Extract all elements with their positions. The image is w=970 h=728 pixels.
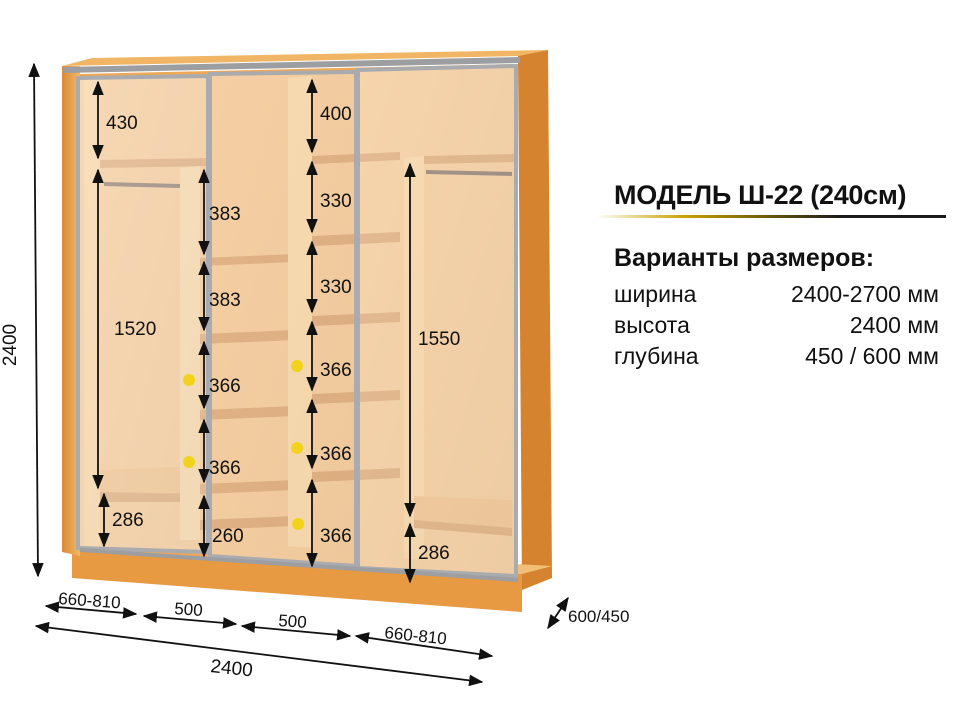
top-rail xyxy=(63,57,521,73)
dimension-labels: 430 1520 286 383 383 366 366 260 400 330… xyxy=(106,104,460,564)
info-panel: МОДЕЛЬ Ш-22 (240см) Варианты размеров: ш… xyxy=(596,180,956,372)
size-value: 2400-2700 мм xyxy=(790,281,939,307)
left-side-panel xyxy=(62,66,80,556)
dim-cr-2: 330 xyxy=(320,191,352,212)
dim-right-hanging: 1550 xyxy=(418,329,460,350)
size-label: высота xyxy=(614,312,690,338)
door-center xyxy=(208,69,358,569)
width-arrow-1 xyxy=(44,601,138,619)
size-row-depth: глубина 450 / 600 мм xyxy=(614,341,939,372)
height-arrow xyxy=(28,62,44,578)
right-side-panel xyxy=(518,50,552,590)
plinth xyxy=(72,548,522,612)
size-value: 450 / 600 мм xyxy=(805,343,939,369)
dim-left-hanging: 1520 xyxy=(114,319,156,340)
dim-cr-5: 366 xyxy=(320,444,352,465)
lamp-dot xyxy=(183,374,195,386)
dim-left-top: 430 xyxy=(106,113,138,134)
bottom-rail xyxy=(79,548,519,582)
lamp-dot xyxy=(292,518,304,530)
dim-cl-5: 260 xyxy=(212,526,244,547)
top-board xyxy=(62,50,548,66)
dim-cl-2: 383 xyxy=(209,290,241,311)
size-row-width: ширина 2400-2700 мм xyxy=(614,279,939,310)
sliding-doors xyxy=(63,57,521,582)
dim-cl-3: 366 xyxy=(209,376,241,397)
depth-label: 600/450 xyxy=(568,607,629,626)
dim-cl-4: 366 xyxy=(209,458,241,479)
size-value: 2400 мм xyxy=(849,312,939,338)
dim-left-bottom: 286 xyxy=(112,510,144,531)
title-underline xyxy=(596,215,946,218)
lamp-dot xyxy=(183,456,195,468)
lamp-dot xyxy=(291,442,303,454)
dim-cr-3: 330 xyxy=(320,277,352,298)
depth-arrow xyxy=(547,596,569,630)
width-label-1: 660-810 xyxy=(58,589,122,612)
dim-cr-1: 400 xyxy=(320,104,352,125)
total-height-label: 2400 xyxy=(0,324,21,366)
dim-cr-6: 366 xyxy=(320,526,352,547)
dim-cr-4: 366 xyxy=(320,360,352,381)
dimension-lines xyxy=(92,78,416,584)
overall-dimensions xyxy=(28,62,569,687)
dim-cl-1: 383 xyxy=(209,204,241,225)
door-right xyxy=(356,63,518,579)
total-width-arrow xyxy=(34,621,484,687)
width-label-3: 500 xyxy=(278,611,308,632)
width-label-4: 660-810 xyxy=(384,623,448,648)
lamp-dot xyxy=(291,360,303,372)
total-width-label: 2400 xyxy=(209,656,253,681)
dim-right-bottom: 286 xyxy=(418,543,450,564)
size-label: глубина xyxy=(614,343,699,369)
size-row-height: высота 2400 мм xyxy=(614,310,939,341)
size-label: ширина xyxy=(614,281,697,307)
variants-title: Варианты размеров: xyxy=(614,244,875,272)
lamp-dots xyxy=(183,360,304,530)
width-label-2: 500 xyxy=(174,599,204,620)
model-title: МОДЕЛЬ Ш-22 (240см) xyxy=(614,180,907,210)
